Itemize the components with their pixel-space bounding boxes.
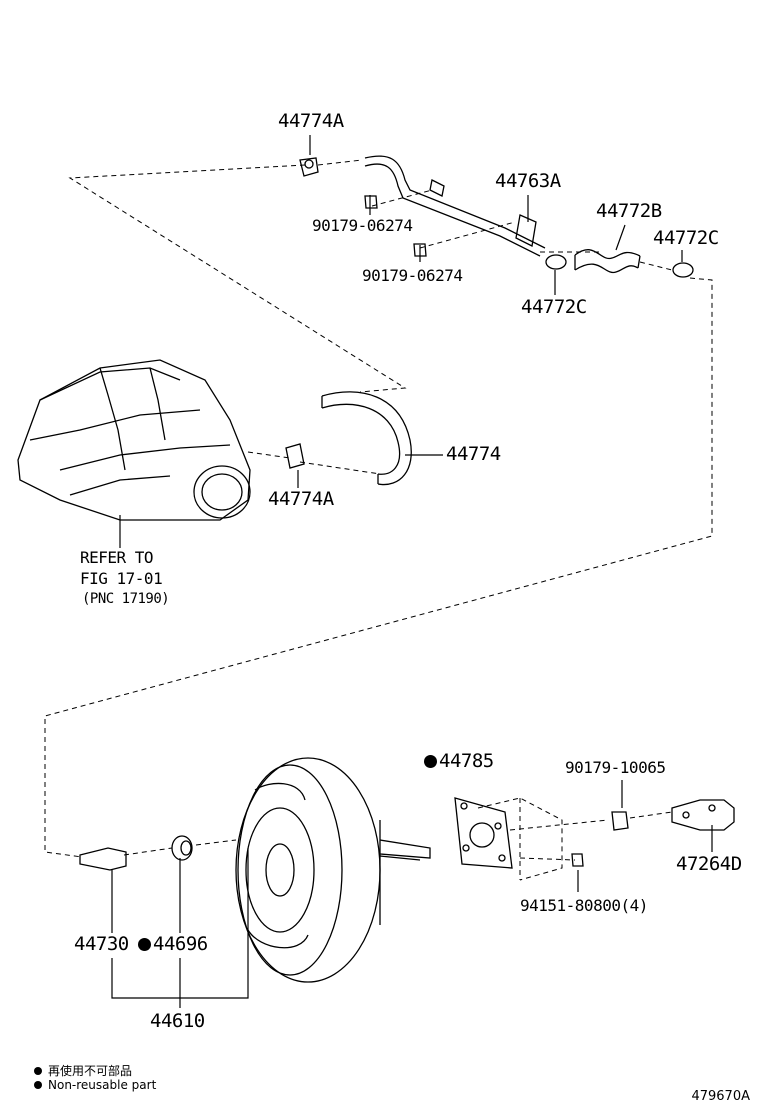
- grommet-icon: [171, 835, 193, 861]
- part-label-90179-06274-b: 90179-06274: [362, 266, 463, 285]
- part-label-44772c-lower: 44772C: [521, 296, 587, 318]
- part-label-44730: 44730: [74, 933, 129, 955]
- guide-lines: [44, 159, 713, 881]
- check-valve-icon: [79, 847, 127, 871]
- reference-line-2: FIG 17-01: [80, 569, 163, 588]
- non-reusable-bullet-icon: [138, 938, 151, 951]
- part-label-44610: 44610: [150, 1010, 205, 1032]
- legend-jp: 再使用不可部品: [34, 1062, 132, 1079]
- clamp-c-icon: [545, 254, 694, 278]
- part-label-44774a-lower: 44774A: [268, 488, 334, 510]
- intake-manifold-icon: [17, 359, 251, 521]
- part-label-94151-80800: 94151-80800(4): [520, 896, 648, 915]
- part-label-44774a-top: 44774A: [278, 110, 344, 132]
- vacuum-pipe: [364, 155, 546, 257]
- part-label-44772b: 44772B: [596, 200, 662, 222]
- part-label-44763a: 44763A: [495, 170, 561, 192]
- legend-bullet-icon: [34, 1067, 42, 1075]
- clevis-icon: [671, 799, 735, 831]
- legend-bullet-icon: [34, 1081, 42, 1089]
- clamp-top-icon: [299, 157, 319, 177]
- hose-b-icon: [574, 249, 641, 274]
- part-label-90179-06274-a: 90179-06274: [312, 216, 413, 235]
- bolt-icon: [364, 195, 427, 257]
- part-label-44772c-right: 44772C: [653, 227, 719, 249]
- leader-lines: [111, 135, 713, 1008]
- clamp-lower-icon: [285, 443, 305, 469]
- part-label-44785: 44785: [424, 752, 494, 771]
- brake-booster-icon: [235, 757, 431, 983]
- part-label-44696: 44696: [138, 935, 208, 954]
- part-label-90179-10065: 90179-10065: [565, 758, 666, 777]
- legend-en: Non-reusable part: [34, 1078, 156, 1092]
- reference-line-3: (PNC 17190): [82, 591, 170, 607]
- non-reusable-bullet-icon: [424, 755, 437, 768]
- reference-line-1: REFER TO: [80, 548, 154, 567]
- part-label-44774: 44774: [446, 443, 501, 465]
- gasket-icon: [454, 797, 513, 869]
- part-label-47264d: 47264D: [676, 853, 742, 875]
- nut-icon: [571, 811, 629, 867]
- figure-number: 479670A: [691, 1089, 750, 1104]
- vacuum-hose-icon: [321, 391, 412, 486]
